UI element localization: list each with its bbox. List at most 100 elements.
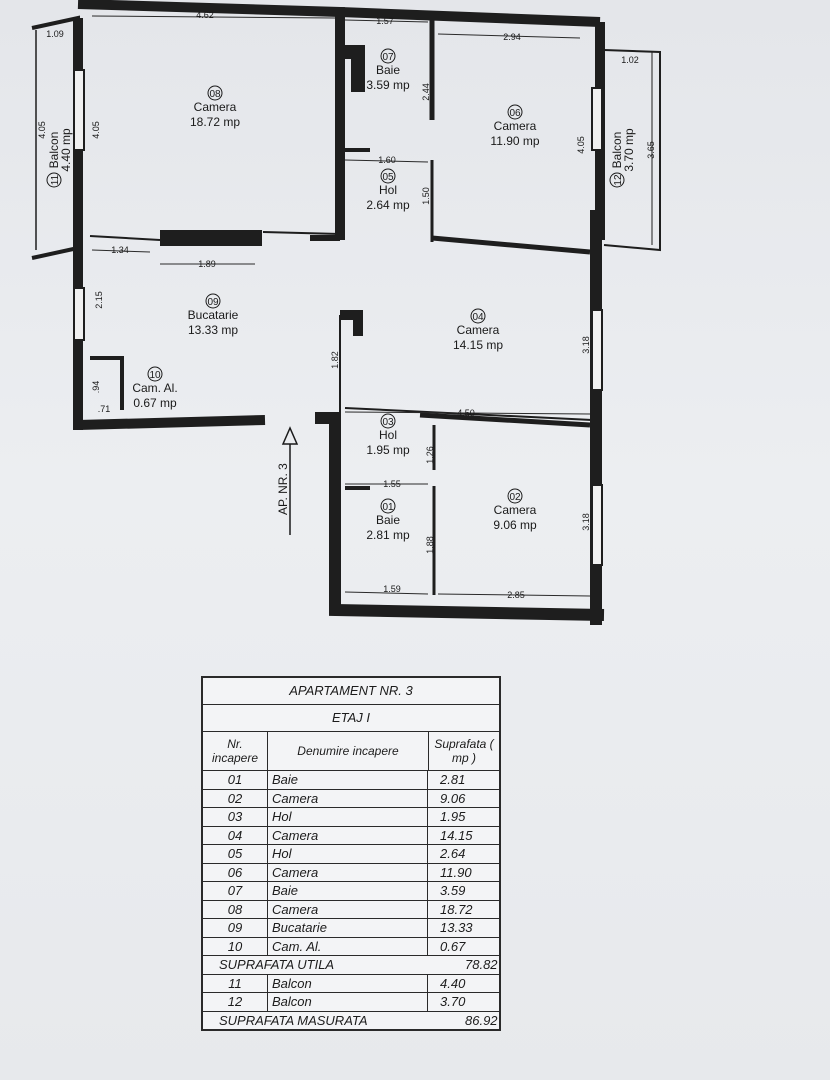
cell-nr: 04	[203, 826, 268, 844]
entrance-label: AP. NR. 3	[276, 463, 290, 515]
dimension-label: .94	[91, 381, 101, 394]
room-number-circle-icon	[380, 48, 396, 64]
header-name: Denumire incapere	[268, 732, 429, 770]
room-number: 04	[472, 312, 484, 323]
cell-name: Balcon	[268, 974, 428, 992]
cell-area: 2.81	[440, 772, 466, 787]
room-number-circle-icon	[46, 172, 62, 188]
table-floor: ETAJ I	[203, 705, 499, 732]
dimension-label: 1.02	[621, 55, 639, 65]
room-number: 03	[382, 417, 394, 428]
cell-area: 9.06	[440, 790, 466, 806]
dimension-label: .71	[98, 404, 111, 414]
useful-area-label: SUPRAFATA UTILA	[219, 957, 335, 972]
room-text: 4.40 mp	[59, 128, 73, 172]
cell-area: 18.72	[440, 901, 473, 917]
dimension-label: 1.59	[383, 584, 401, 594]
dimension-label: 1.88	[425, 536, 435, 554]
dimension-label: 4.62	[196, 10, 214, 20]
room-text: 3.59 mp	[366, 78, 410, 92]
dimension-label: 1.26	[425, 446, 435, 464]
dimension-label: 2.44	[421, 83, 431, 101]
cell-area: 4.40	[440, 975, 466, 991]
cell-name: Cam. Al.	[268, 937, 428, 955]
room-number: 07	[382, 52, 394, 63]
room-number-circle-icon	[609, 172, 625, 188]
entrance-arrow-icon	[281, 426, 299, 535]
room-text: 13.33 mp	[188, 323, 238, 337]
measured-area-value: 86.92	[465, 1012, 498, 1028]
room-number-circle-icon	[507, 104, 523, 120]
dimension-label: 1.57	[376, 16, 394, 26]
cell-area: 2.64	[440, 846, 466, 861]
room-text: 9.06 mp	[493, 518, 537, 532]
dimension-label: 3.65	[646, 141, 656, 159]
room-number: 06	[509, 108, 521, 119]
room-number-circle-icon	[207, 85, 223, 101]
cell-nr: 03	[203, 808, 268, 826]
cell-nr: 01	[203, 771, 268, 789]
cell-name: Balcon	[268, 993, 428, 1011]
cell-nr: 06	[203, 863, 268, 881]
room-number: 02	[509, 492, 521, 503]
dimension-label: 1.89	[198, 259, 216, 269]
cell-nr: 09	[203, 919, 268, 937]
room-number-circle-icon	[380, 498, 396, 514]
room-text: Balcon	[610, 132, 624, 169]
room-number: 12	[613, 174, 624, 186]
room-number: 01	[382, 502, 394, 513]
room-number-circle-icon	[380, 413, 396, 429]
dimension-label: 1.55	[383, 479, 401, 489]
cell-name: Hol	[268, 845, 428, 863]
cell-area: 0.67	[440, 938, 466, 954]
room-number: 09	[207, 297, 219, 308]
header-nr: Nr. incapere	[203, 732, 268, 770]
dimension-label: 2.94	[503, 32, 521, 42]
room-text: Hol	[379, 183, 397, 197]
table-title: APARTAMENT NR. 3	[203, 678, 499, 705]
room-text: Baie	[376, 513, 400, 527]
room-text: 14.15 mp	[453, 338, 503, 352]
cell-nr: 07	[203, 882, 268, 900]
useful-area-value: 78.82	[465, 957, 498, 972]
cell-name: Hol	[268, 808, 428, 826]
cell-area: 11.90	[440, 864, 472, 880]
cell-nr: 11	[203, 974, 268, 992]
room-text: 1.95 mp	[366, 443, 410, 457]
room-number-circle-icon	[380, 168, 396, 184]
dimension-label: 1.09	[46, 29, 64, 39]
cell-nr: 02	[203, 789, 268, 807]
dimension-label: 1.34	[111, 245, 129, 255]
dimension-label: 1.60	[378, 155, 396, 165]
cell-name: Camera	[268, 863, 428, 881]
measured-area-label: SUPRAFATA MASURATA	[219, 1012, 368, 1028]
room-text: 0.67 mp	[133, 396, 177, 410]
room-number: 10	[149, 370, 161, 381]
cell-name: Camera	[268, 900, 428, 918]
room-text: 11.90 mp	[490, 134, 539, 148]
cell-nr: 12	[203, 993, 268, 1011]
cell-name: Camera	[268, 826, 428, 844]
cell-name: Bucatarie	[268, 919, 428, 937]
room-number: 11	[50, 174, 61, 185]
room-number-circle-icon	[147, 366, 163, 382]
